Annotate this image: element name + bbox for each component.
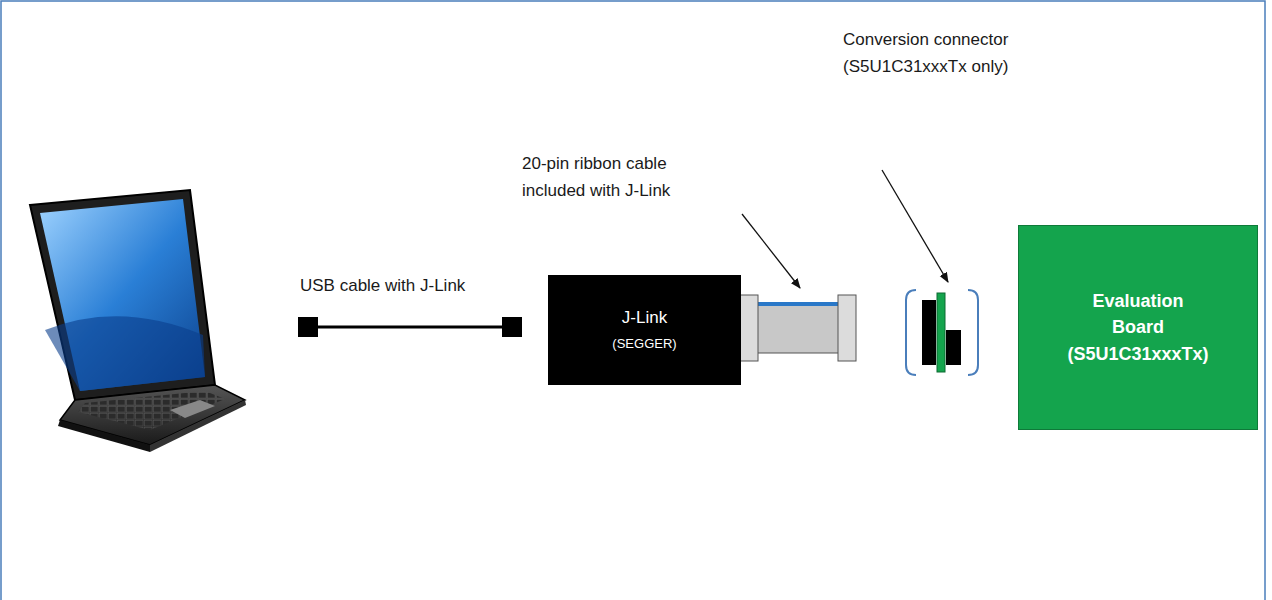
node-text: J-Link	[622, 308, 667, 328]
leader-line	[742, 214, 800, 288]
callout-label: Conversion connector (S5U1C31xxxTx only)	[843, 26, 1025, 80]
conversion-connector	[906, 290, 978, 375]
callout-label: 20-pin ribbon cable included with J-Link	[522, 150, 690, 204]
leader-line	[882, 170, 948, 282]
node-text: Evaluation Board (S5U1C31xxxTx)	[1065, 288, 1211, 366]
usb-cable	[298, 317, 522, 337]
device-box: J-Link (SEGGER)	[548, 275, 741, 385]
laptop-illustration	[30, 190, 246, 452]
node-text: (SEGGER)	[612, 336, 676, 352]
board-box: Evaluation Board (S5U1C31xxxTx)	[1018, 225, 1258, 430]
ribbon-cable	[740, 295, 856, 361]
callout-label: USB cable with J-Link	[300, 272, 520, 299]
